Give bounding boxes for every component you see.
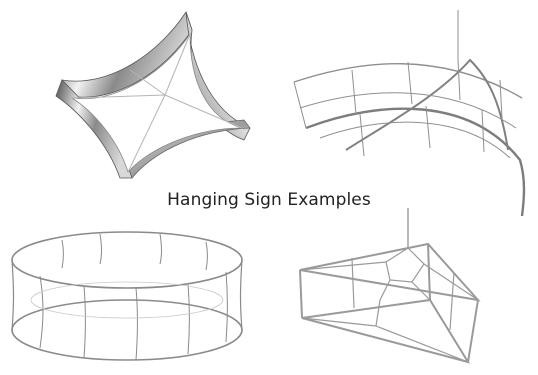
circular-ring-sign-illustration (11, 231, 243, 361)
triangular-frame-sign-illustration (299, 208, 481, 364)
arched-frame-sign-illustration (293, 10, 526, 217)
caption: Hanging Sign Examples (167, 190, 371, 210)
curved-square-sign-illustration (55, 11, 251, 179)
